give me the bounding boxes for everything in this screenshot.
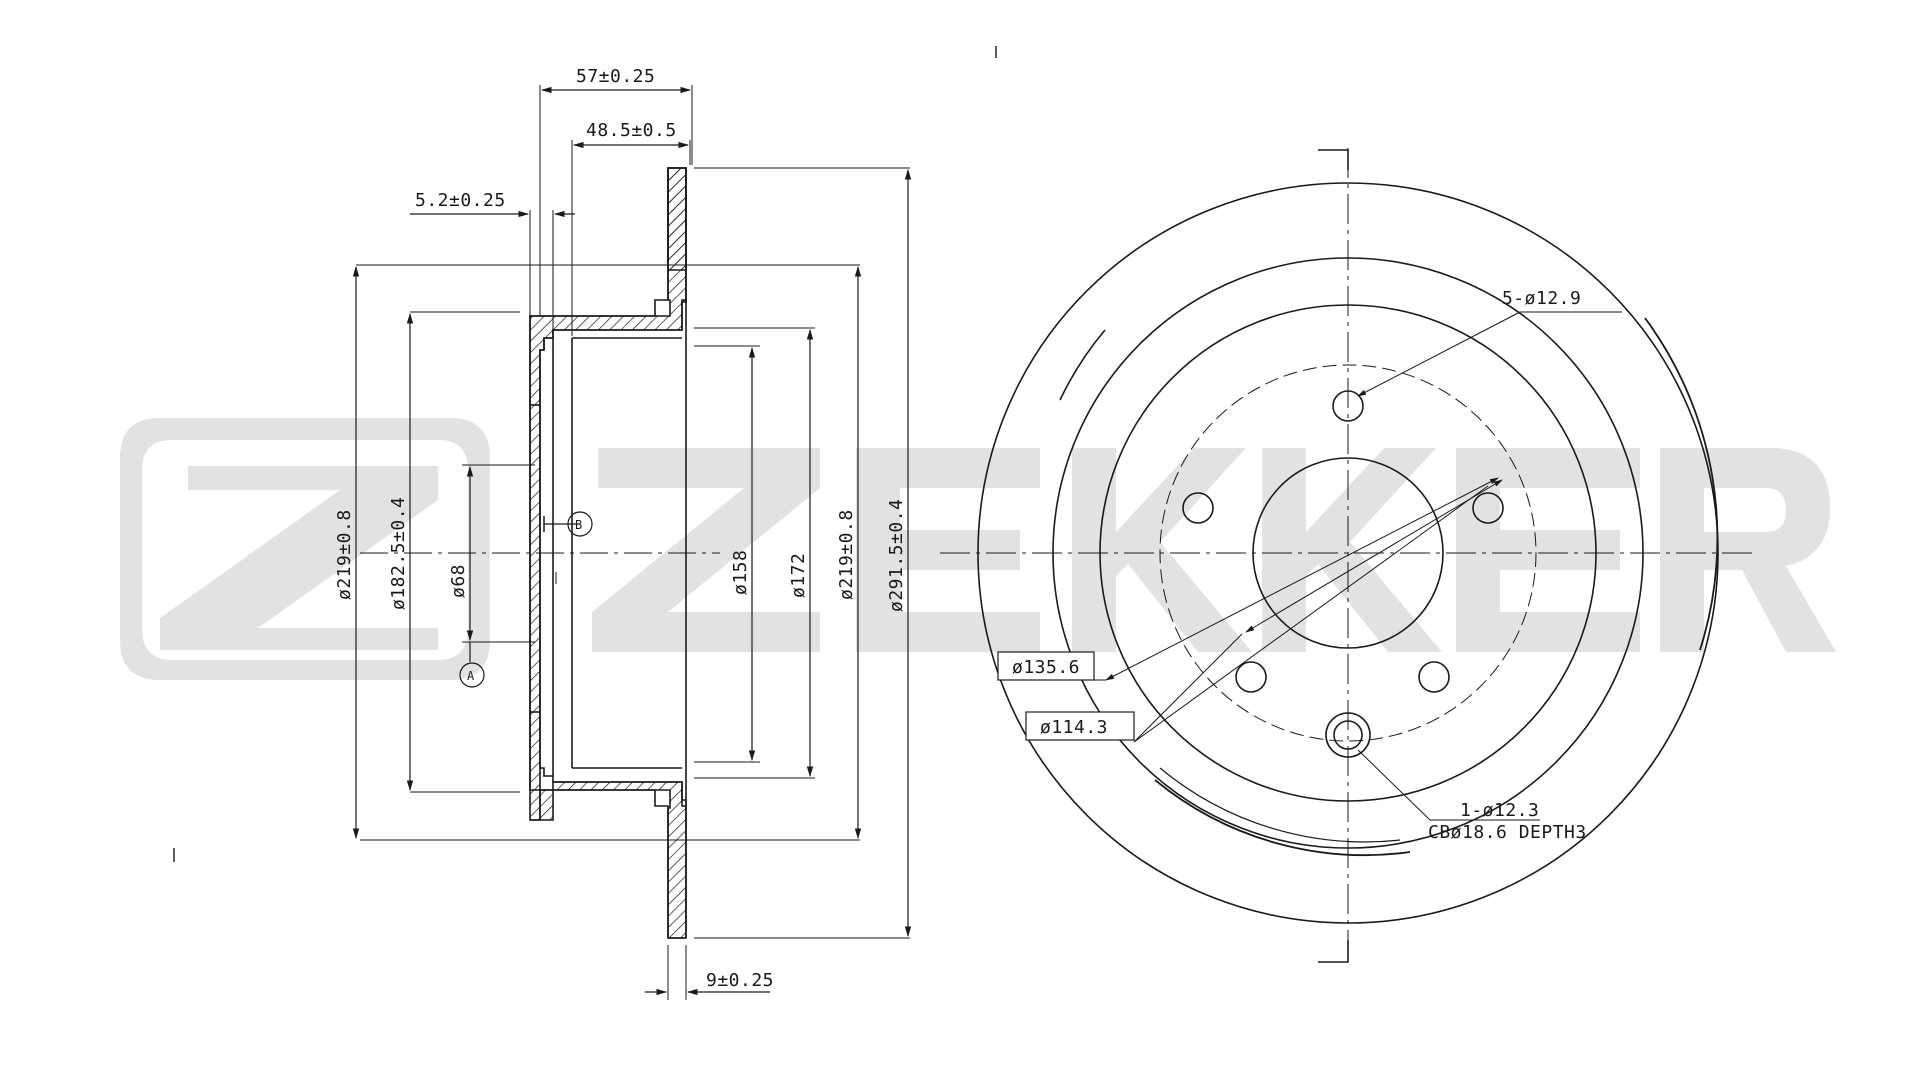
groove-arc-right — [1644, 317, 1719, 651]
pcd-label: ø135.6 — [1012, 657, 1080, 678]
front-view-labels: ø135.6 ø114.3 5-ø12.9 1-ø12.3 CBø18.6 DE… — [997, 288, 1587, 843]
disc-friction-ring-upper — [667, 167, 687, 271]
pcd-label-box — [997, 651, 1095, 681]
dim-disc-thickness: 9±0.25 — [706, 970, 774, 991]
dim-hat-depth: 48.5±0.5 — [586, 120, 677, 141]
dim-dia-219-right: ø219±0.8 — [836, 509, 857, 600]
groove-arc-top-left — [1059, 329, 1106, 401]
dim-flange-thickness: 5.2±0.25 — [415, 190, 506, 211]
watermark-letter-e2 — [1456, 448, 1640, 652]
front-view — [940, 148, 1758, 963]
bolt-hole-3 — [1418, 661, 1450, 693]
hole-note-line1: 1-ø12.3 — [1460, 800, 1539, 821]
side-view-dimension-labels: 57±0.25 48.5±0.5 5.2±0.25 9±0.25 ø219±0.… — [334, 66, 907, 991]
bolt-holes-label: 5-ø12.9 — [1502, 288, 1581, 309]
side-section-view — [352, 85, 912, 1000]
groove-arc-bottom-left — [1154, 779, 1411, 857]
datum-a-bubble — [459, 662, 485, 688]
hole-note-line2: CBø18.6 DEPTH3 — [1428, 822, 1587, 843]
watermark-letter-z — [592, 448, 820, 652]
dim-dia-172: ø172 — [788, 553, 809, 598]
watermark-letter-e1 — [856, 448, 1040, 652]
bolt-hole-4 — [1235, 661, 1267, 693]
dim-dia-68: ø68 — [448, 564, 469, 598]
pcd2-label-box — [1025, 711, 1135, 741]
dim-width-overall: 57±0.25 — [576, 66, 655, 87]
watermark-letter-k1 — [1072, 448, 1252, 652]
groove-arc-bottom-left-2 — [1159, 767, 1401, 843]
datum-a-label: A — [467, 669, 475, 683]
datum-b-label: B — [575, 518, 582, 532]
dim-dia-182: ø182.5±0.4 — [388, 497, 409, 610]
dim-dia-219-left: ø219±0.8 — [334, 509, 355, 600]
watermark-logo-z — [160, 466, 438, 650]
datum-b-bubble — [567, 511, 593, 537]
watermark-letter-r — [1660, 448, 1836, 652]
dim-dia-291: ø291.5±0.4 — [886, 499, 907, 612]
dim-dia-158: ø158 — [730, 550, 751, 595]
pcd2-label: ø114.3 — [1040, 717, 1108, 738]
stray-marks — [173, 46, 997, 862]
